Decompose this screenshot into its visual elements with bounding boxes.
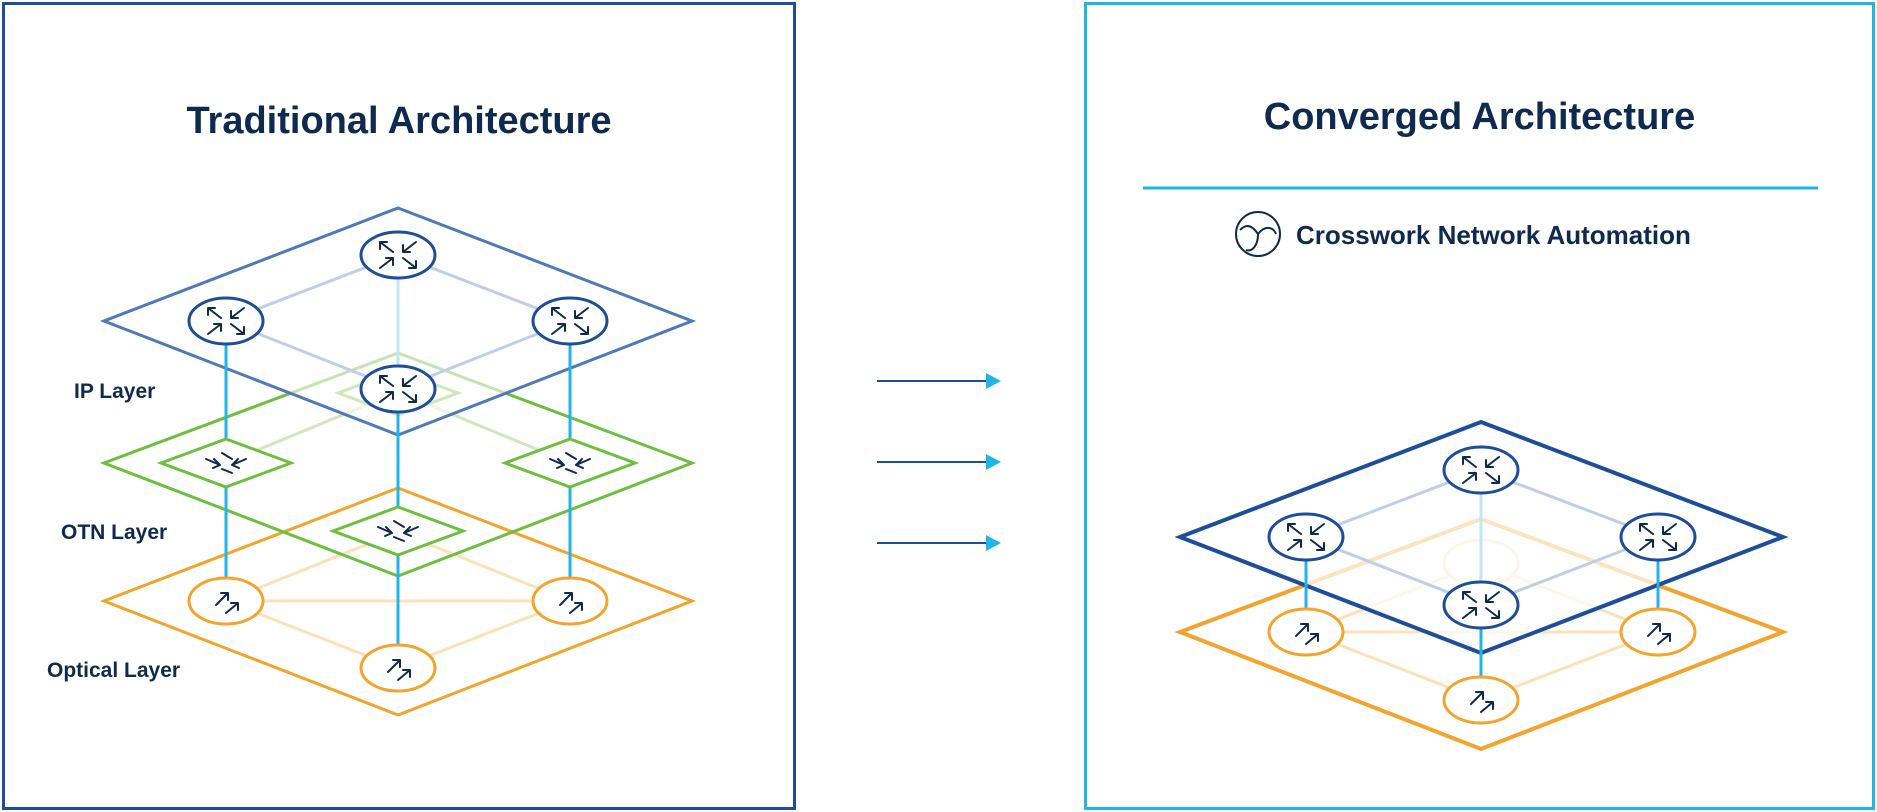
converged-architecture-panel — [1084, 2, 1875, 810]
optical-node-icon — [1442, 675, 1520, 725]
router-icon — [359, 230, 437, 280]
arrow-right-icon — [877, 535, 1001, 551]
ip-layer-label: IP Layer — [74, 380, 156, 403]
crosswork-logo-icon — [1235, 211, 1281, 257]
otn-switch-icon — [159, 437, 293, 489]
router-icon — [1442, 445, 1520, 495]
router-icon — [531, 296, 609, 346]
traditional-architecture-panel — [2, 2, 796, 810]
router-icon — [359, 364, 437, 414]
otn-switch-icon — [331, 505, 465, 557]
crosswork-network-automation-label: Crosswork Network Automation — [1296, 220, 1691, 250]
optical-node-icon — [531, 576, 609, 626]
router-icon — [187, 296, 265, 346]
arrow-right-icon — [877, 373, 1001, 389]
optical-node-icon — [1619, 607, 1697, 657]
otn-layer-label: OTN Layer — [61, 521, 168, 544]
router-icon — [1442, 580, 1520, 630]
optical-node-icon — [187, 576, 265, 626]
arrow-right-icon — [877, 454, 1001, 470]
router-icon — [1619, 512, 1697, 562]
optical-layer-label: Optical Layer — [47, 659, 181, 682]
traditional-architecture-title: Traditional Architecture — [186, 100, 612, 142]
router-icon — [1267, 512, 1345, 562]
otn-switch-icon — [503, 437, 637, 489]
optical-node-icon — [1267, 607, 1345, 657]
converged-architecture-title: Converged Architecture — [1263, 96, 1696, 138]
transition-arrows — [877, 373, 1001, 551]
optical-node-icon — [359, 643, 437, 693]
